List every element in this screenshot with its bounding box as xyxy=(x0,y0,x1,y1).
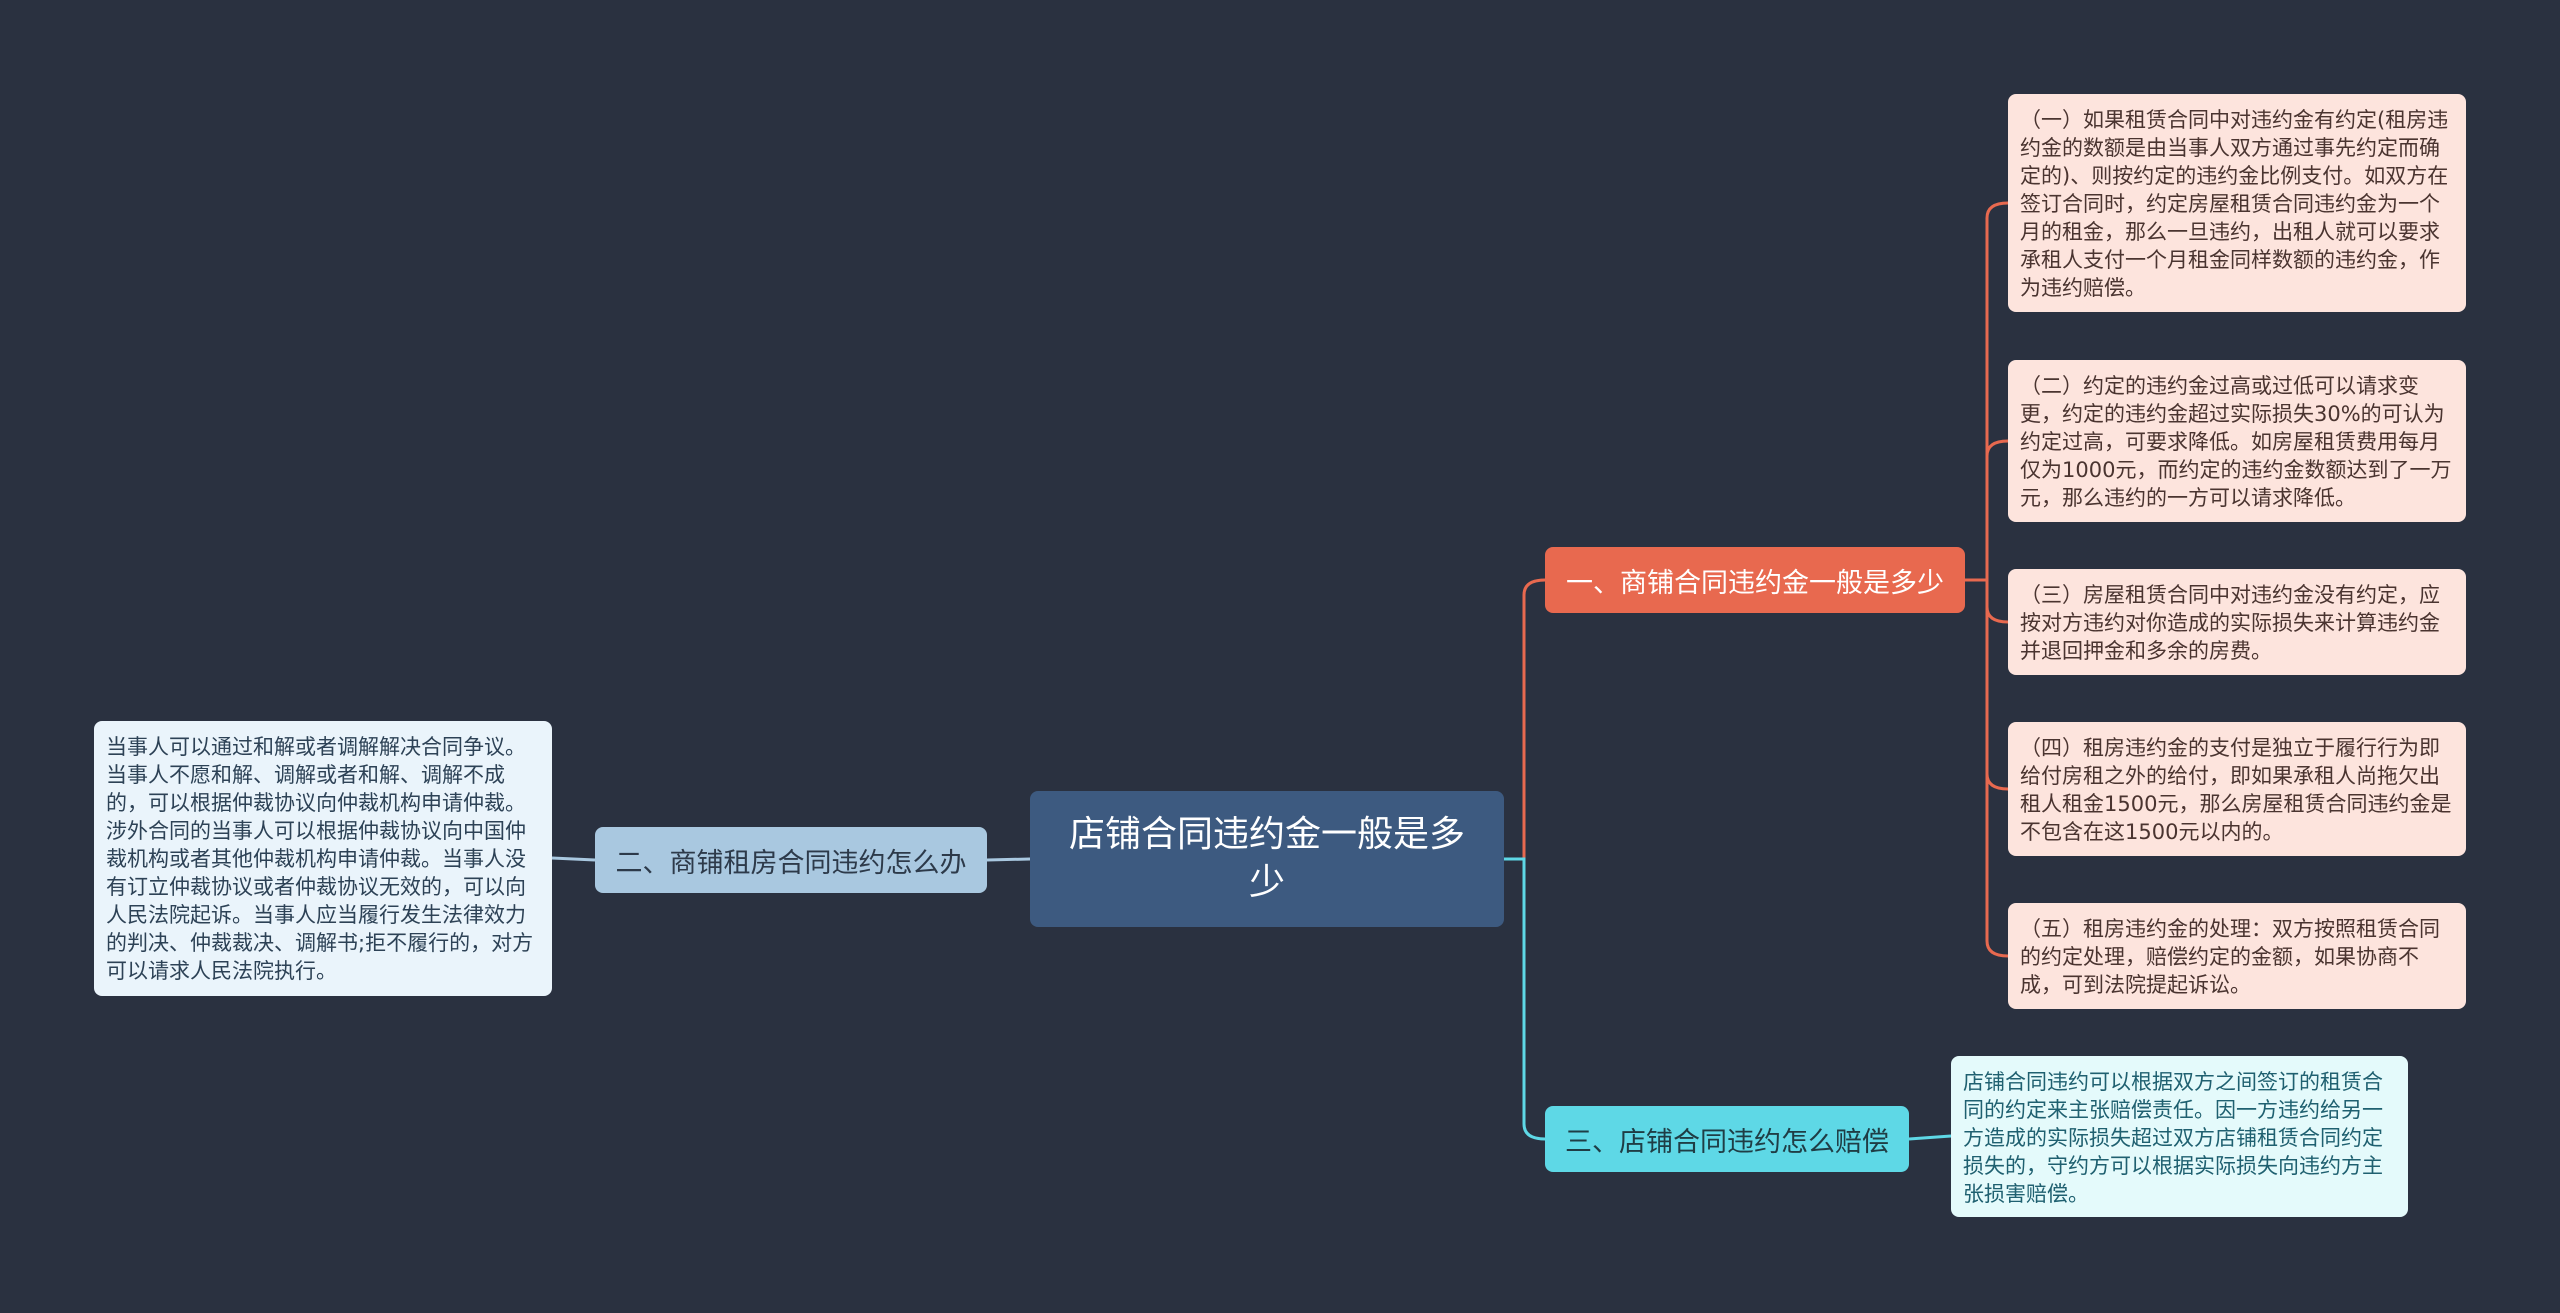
branch-topic-label: 一、商铺合同违约金一般是多少 xyxy=(1566,567,1944,599)
leaf-topic-text: （二）约定的违约金过高或过低可以请求变更，约定的违约金超过实际损失30%的可认为… xyxy=(2020,374,2452,510)
branch-topic-what-to-do[interactable]: 二、商铺租房合同违约怎么办 xyxy=(595,827,987,893)
leaf-topic-text: 当事人可以通过和解或者调解解决合同争议。当事人不愿和解、调解或者和解、调解不成的… xyxy=(106,735,534,983)
root-topic[interactable]: 店铺合同违约金一般是多少 xyxy=(1030,791,1504,927)
connector-branch1-leaf3 xyxy=(1985,580,2009,624)
leaf-topic-independent-payment[interactable]: （四）租房违约金的支付是独立于履行行为即给付房租之外的给付，即如果承租人尚拖欠出… xyxy=(2008,722,2466,856)
leaf-topic-handling[interactable]: （五）租房违约金的处理：双方按照租赁合同的约定处理，赔偿约定的金额，如果协商不成… xyxy=(2008,903,2466,1009)
connector-root-branch3 xyxy=(1504,857,1546,1141)
connector-branch3-leaf xyxy=(1908,1134,1952,1141)
leaf-topic-text: 店铺合同违约可以根据双方之间签订的租赁合同的约定来主张赔偿责任。因一方违约给另一… xyxy=(1963,1070,2383,1206)
connector-branch2-leaf xyxy=(551,856,596,862)
leaf-topic-no-agreement[interactable]: （三）房屋租赁合同中对违约金没有约定，应按对方违约对你造成的实际损失来计算违约金… xyxy=(2008,569,2466,675)
connector-branch1-leaf4 xyxy=(1985,580,2009,791)
connector-branch1-leaf2 xyxy=(1985,439,2009,580)
connector-branch1-leaf5 xyxy=(1985,580,2009,958)
branch-topic-compensation[interactable]: 三、店铺合同违约怎么赔偿 xyxy=(1545,1106,1909,1172)
leaf-topic-dispute-resolution[interactable]: 当事人可以通过和解或者调解解决合同争议。当事人不愿和解、调解或者和解、调解不成的… xyxy=(94,721,552,996)
leaf-topic-compensation-detail[interactable]: 店铺合同违约可以根据双方之间签订的租赁合同的约定来主张赔偿责任。因一方违约给另一… xyxy=(1951,1056,2408,1217)
leaf-topic-text: （五）租房违约金的处理：双方按照租赁合同的约定处理，赔偿约定的金额，如果协商不成… xyxy=(2020,917,2440,997)
branch-topic-label: 三、店铺合同违约怎么赔偿 xyxy=(1565,1126,1889,1158)
branch-topic-violation-amount[interactable]: 一、商铺合同违约金一般是多少 xyxy=(1545,547,1965,613)
leaf-topic-text: （一）如果租赁合同中对违约金有约定(租房违约金的数额是由当事人双方通过事先约定而… xyxy=(2020,108,2449,300)
connector-root-branch1 xyxy=(1504,578,1546,861)
leaf-topic-text: （三）房屋租赁合同中对违约金没有约定，应按对方违约对你造成的实际损失来计算违约金… xyxy=(2020,583,2440,663)
leaf-topic-adjust-penalty[interactable]: （二）约定的违约金过高或过低可以请求变更，约定的违约金超过实际损失30%的可认为… xyxy=(2008,360,2466,522)
branch-topic-label: 二、商铺租房合同违约怎么办 xyxy=(615,847,967,879)
root-topic-label: 店铺合同违约金一般是多少 xyxy=(1068,814,1465,903)
leaf-topic-text: （四）租房违约金的支付是独立于履行行为即给付房租之外的给付，即如果承租人尚拖欠出… xyxy=(2020,736,2452,844)
leaf-topic-agreed-penalty[interactable]: （一）如果租赁合同中对违约金有约定(租房违约金的数额是由当事人双方通过事先约定而… xyxy=(2008,94,2466,312)
connector-root-branch2 xyxy=(986,857,1031,862)
connector-branch1-leaf1 xyxy=(1985,201,2009,580)
